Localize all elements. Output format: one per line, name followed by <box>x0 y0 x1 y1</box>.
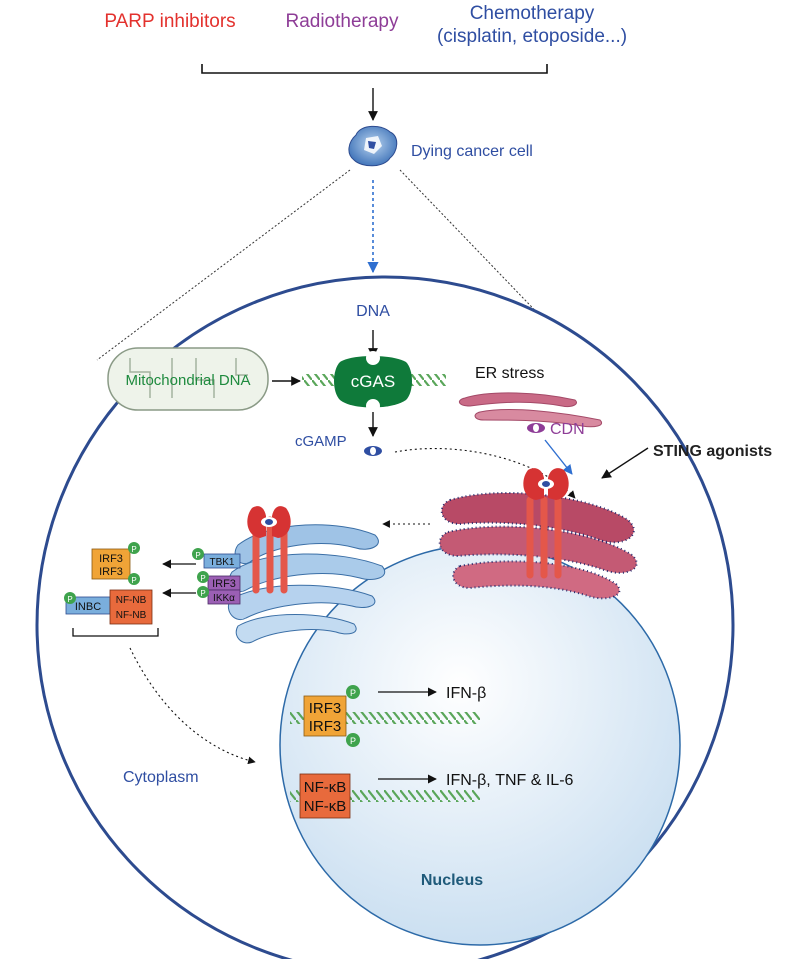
phospho-icon-irf3-dimer-bottom: P <box>128 573 140 585</box>
nfnb-dimer-label-1: NF-NB <box>116 595 147 606</box>
er-membrane-sting-icon <box>438 492 638 600</box>
svg-text:P: P <box>67 595 72 604</box>
cgas-enzyme-icon <box>334 351 412 413</box>
phospho-icon-nucleus-irf3-bottom: P <box>346 733 360 747</box>
cgamp-molecule-icon <box>364 446 382 456</box>
cdn-label: CDN <box>550 421 585 438</box>
tbk1-box <box>203 553 241 569</box>
irf3-complex-label: IRF3 <box>212 578 236 590</box>
nucleus-irf3-label-1: IRF3 <box>309 700 342 717</box>
svg-text:P: P <box>200 574 205 583</box>
phospho-icon-ikka: P <box>197 586 209 598</box>
therapy-radiotherapy: Radiotherapy <box>285 11 399 32</box>
nfnb-dimer-box <box>109 589 153 625</box>
phospho-icon-irf3-dimer-top: P <box>128 542 140 554</box>
therapies-bracket <box>201 64 548 74</box>
phospho-icon-nucleus-irf3-top: P <box>346 685 360 699</box>
ikka-box <box>207 589 241 605</box>
dna-label: DNA <box>356 303 390 320</box>
svg-text:P: P <box>200 589 205 598</box>
tbk1-label: TBK1 <box>209 557 234 568</box>
phospho-icon-tbk1: P <box>192 548 204 560</box>
irf3-dimer-label-2: IRF3 <box>99 566 123 578</box>
svg-text:P: P <box>131 545 136 554</box>
sting-agonists-arrow <box>601 447 649 479</box>
svg-text:P: P <box>350 688 356 698</box>
products-bracket <box>72 628 159 637</box>
inbc-label: INBC <box>75 601 101 613</box>
nucleus-nfkb-dimer-box <box>299 773 351 819</box>
nfkb-output-label: IFN-β, TNF & IL-6 <box>446 772 574 789</box>
nucleus-nfkb-label-2: NF-κB <box>304 798 347 815</box>
therapy-parp-inhibitors: PARP inhibitors <box>104 11 235 32</box>
therapy-chemotherapy: Chemotherapy <box>470 3 595 24</box>
dying-cancer-cell-icon <box>348 125 398 167</box>
therapy-chemotherapy-agents: (cisplatin, etoposide...) <box>437 26 627 47</box>
nucleus-nfkb-label-1: NF-κB <box>304 779 347 796</box>
irf3-output-label: IFN-β <box>446 685 486 702</box>
er-stress-icon <box>458 392 602 428</box>
mitochondrion-icon <box>107 347 269 411</box>
nucleus-irf3-label-2: IRF3 <box>309 718 342 735</box>
cgamp-label: cGAMP <box>295 433 347 450</box>
golgi-icon <box>228 506 385 644</box>
svg-text:P: P <box>195 551 200 560</box>
phospho-icon-irf3: P <box>197 571 209 583</box>
phospho-icon-inbc: P <box>64 592 76 604</box>
svg-text:P: P <box>350 736 356 746</box>
cytoplasm-label: Cytoplasm <box>123 769 199 786</box>
sting-dimer-icon <box>523 468 569 500</box>
sting-agonists-label: STING agonists <box>653 443 772 460</box>
er-stress-label: ER stress <box>475 365 544 382</box>
dying-cancer-cell-label: Dying cancer cell <box>411 143 533 160</box>
ikka-label: IKKα <box>213 593 235 604</box>
svg-text:P: P <box>131 576 136 585</box>
nucleus-label: Nucleus <box>421 872 483 889</box>
nucleus-irf3-dimer-box <box>303 695 347 737</box>
zoom-line-left <box>96 169 351 361</box>
nfnb-dimer-label-2: NF-NB <box>116 610 147 621</box>
products-to-nucleus-arrow <box>129 647 256 765</box>
irf3-dimer-box <box>91 548 131 580</box>
cgas-label: cGAS <box>351 372 395 391</box>
mitochondrial-dna-label: Mitochondrial DNA <box>125 372 250 389</box>
cdn-molecule-icon <box>527 423 545 433</box>
irf3-dimer-label-1: IRF3 <box>99 553 123 565</box>
cdn-to-sting-arrow <box>544 439 573 475</box>
